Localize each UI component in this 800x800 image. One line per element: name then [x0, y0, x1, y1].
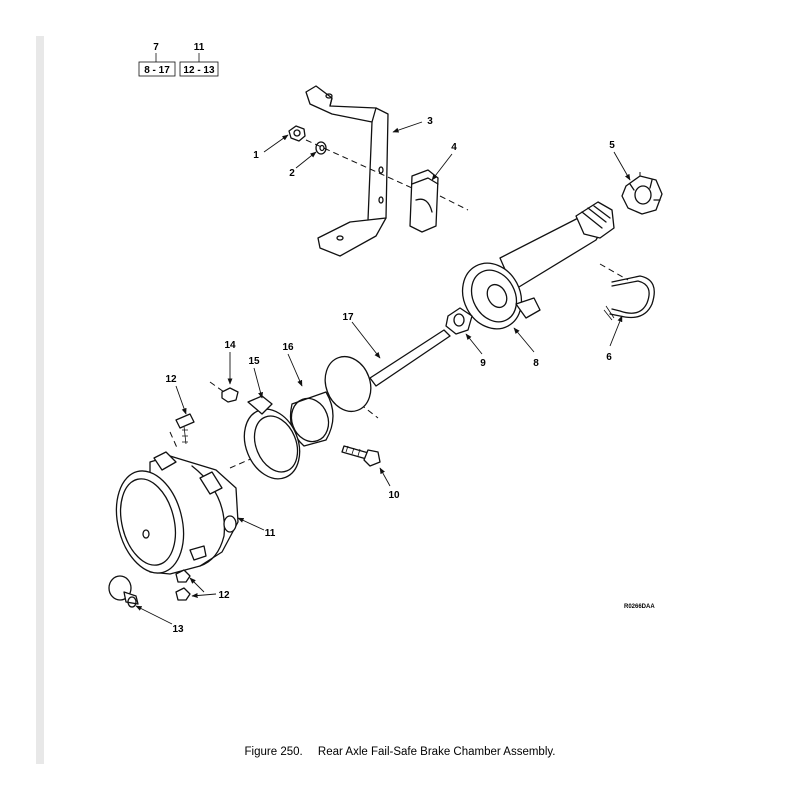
callout-5: 5 [609, 140, 615, 151]
part-8-ring [461, 262, 541, 330]
callout-16: 16 [282, 342, 294, 353]
figure-title: Rear Axle Fail-Safe Brake Chamber Assemb… [317, 746, 556, 758]
page-margin-bar [36, 36, 44, 764]
part-10-bolt [341, 445, 381, 467]
part-4-clip [409, 169, 439, 233]
callout-17: 17 [342, 312, 354, 323]
callout-12-upper: 12 [165, 374, 177, 385]
callout-10: 10 [388, 490, 400, 501]
callout-numbers: 1 2 3 4 5 6 8 9 10 11 12 12 13 14 15 16 … [165, 116, 615, 635]
ref-left-top: 7 [153, 42, 159, 53]
figure-caption: Figure 250. Rear Axle Fail-Safe Brake Ch… [0, 746, 800, 758]
callout-8: 8 [533, 358, 539, 369]
leader-lines [135, 121, 631, 625]
part-5-castle-nut [621, 175, 663, 215]
callout-3: 3 [427, 116, 433, 127]
part-17-push-rod [369, 329, 451, 387]
callout-14: 14 [224, 340, 236, 351]
part-9-bushing [445, 307, 473, 335]
part-12-nuts-lower [175, 569, 191, 601]
callout-9: 9 [480, 358, 486, 369]
callout-15: 15 [248, 356, 260, 367]
part-14-nut [221, 387, 239, 403]
callout-2: 2 [289, 168, 295, 179]
part-1-nut [288, 125, 306, 142]
part-15-clamp-ring [243, 395, 301, 480]
callout-12-lower: 12 [218, 590, 230, 601]
part-12-bolt-upper [175, 413, 195, 445]
ref-left-bottom: 8 - 17 [144, 65, 170, 76]
part-3-bracket [305, 85, 389, 257]
reference-box: 7 11 8 - 17 12 - 13 [138, 42, 219, 77]
figure-code: R0266DAA [624, 604, 655, 610]
callout-1: 1 [253, 150, 259, 161]
ref-right-bottom: 12 - 13 [183, 65, 215, 76]
shaft [499, 201, 615, 291]
part-11-brake-chamber [115, 451, 239, 575]
callout-6: 6 [606, 352, 612, 363]
callout-4: 4 [451, 142, 457, 153]
ref-right-top: 11 [194, 42, 205, 53]
figure-number: Figure 250. [244, 746, 303, 758]
part-16-diaphragm [289, 355, 372, 447]
part-2-washer [315, 141, 327, 155]
part-13-plug [108, 575, 139, 608]
callout-11: 11 [265, 528, 276, 539]
callout-13: 13 [172, 624, 184, 635]
part-6-u-bolt [603, 275, 655, 321]
